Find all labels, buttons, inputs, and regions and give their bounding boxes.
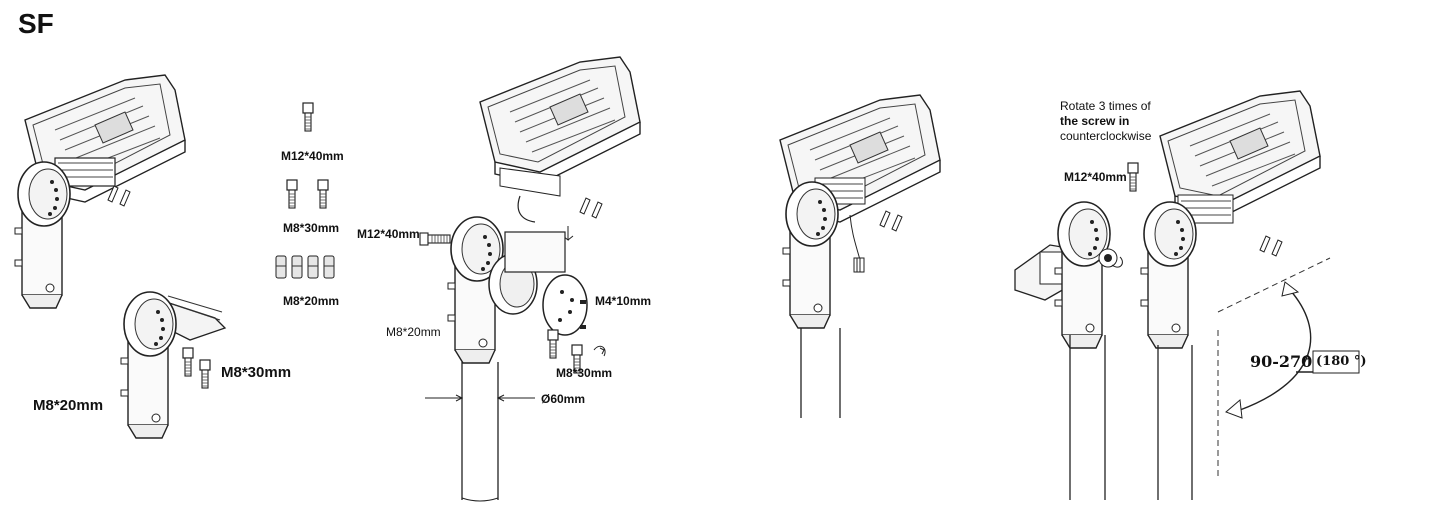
angle-default: (180 °) <box>1316 354 1367 369</box>
label-m8-30-mid: M8*30mm <box>556 366 613 380</box>
luminaire-assembly-1 <box>14 74 186 309</box>
mounted-assembly <box>779 94 941 418</box>
rotation-note: Rotate 3 times of the screw in countercl… <box>1060 99 1210 144</box>
tilt-bracket-detail <box>1014 162 1139 500</box>
angle-range: 90-270 <box>1250 352 1313 371</box>
bracket-detail <box>120 291 227 439</box>
bolts-column <box>275 102 335 279</box>
label-m8-30-top: M8*30mm <box>283 221 340 235</box>
rotation-note-line1: Rotate 3 times of <box>1060 99 1151 113</box>
label-m12-40-mid: M12*40mm <box>357 227 420 241</box>
label-m8-20-mid: M8*20mm <box>386 325 441 339</box>
label-m8-20-top: M8*20mm <box>283 294 340 308</box>
label-m12-40-right: M12*40mm <box>1064 170 1127 184</box>
label-m8-20-left: M8*20mm <box>33 397 104 414</box>
exploded-assembly <box>419 56 641 502</box>
angle-degree: ° <box>1304 354 1311 369</box>
label-m8-30-left: M8*30mm <box>221 364 292 381</box>
label-m4-10: M4*10mm <box>595 294 652 308</box>
label-m12-40-top: M12*40mm <box>281 149 344 163</box>
rotation-note-line2: the screw in <box>1060 114 1130 128</box>
rotation-note-line3: counterclockwise <box>1060 129 1152 143</box>
page-title: SF <box>18 8 54 39</box>
label-diameter: Ø60mm <box>541 392 586 406</box>
tilted-luminaire <box>1140 90 1360 500</box>
